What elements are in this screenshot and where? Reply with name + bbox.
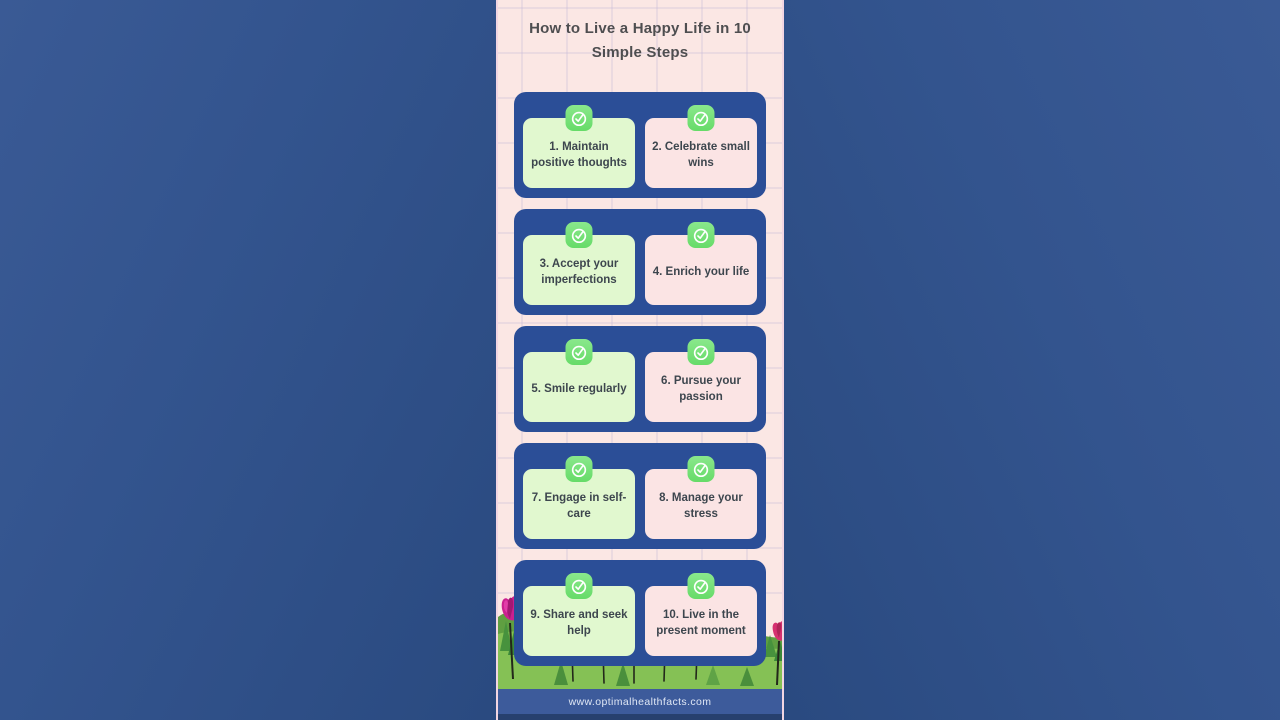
step-card-3: 3. Accept your imperfections bbox=[523, 222, 635, 305]
title-line-2: Simple Steps bbox=[591, 44, 689, 61]
steps-list: 1. Maintain positive thoughts 2. Celebra… bbox=[514, 92, 766, 666]
step-label: 4. Enrich your life bbox=[652, 266, 750, 278]
footer-bar: www.optimalhealthfacts.com bbox=[498, 689, 782, 714]
check-icon bbox=[565, 456, 593, 482]
background-right bbox=[784, 0, 1280, 720]
infographic-panel: How to Live a Happy Life in 10 Simple St… bbox=[496, 0, 784, 720]
step-label: 10. Live in the present moment bbox=[656, 609, 746, 637]
step-pair-block-1: 1. Maintain positive thoughts 2. Celebra… bbox=[514, 92, 766, 198]
step-label: 1. Maintain positive thoughts bbox=[531, 141, 627, 169]
step-label: 3. Accept your imperfections bbox=[539, 258, 619, 286]
step-label: 5. Smile regularly bbox=[531, 383, 627, 395]
step-card-5: 5. Smile regularly bbox=[523, 339, 635, 422]
check-icon bbox=[687, 105, 715, 131]
step-card-7: 7. Engage in self-care bbox=[523, 456, 635, 539]
footer-url: www.optimalhealthfacts.com bbox=[568, 695, 712, 708]
check-icon bbox=[565, 105, 593, 131]
step-pair-block-5: 9. Share and seek help 10. Live in the p… bbox=[514, 560, 766, 666]
step-label: 2. Celebrate small wins bbox=[652, 141, 750, 169]
step-card-10: 10. Live in the present moment bbox=[645, 573, 757, 656]
step-card-1: 1. Maintain positive thoughts bbox=[523, 105, 635, 188]
flower-right-icon bbox=[772, 621, 782, 686]
step-label: 7. Engage in self-care bbox=[531, 492, 627, 520]
page-title: How to Live a Happy Life in 10 Simple St… bbox=[498, 17, 782, 65]
check-icon bbox=[565, 222, 593, 248]
step-card-9: 9. Share and seek help bbox=[523, 573, 635, 656]
check-icon bbox=[687, 573, 715, 599]
step-label: 9. Share and seek help bbox=[530, 609, 628, 637]
step-card-6: 6. Pursue your passion bbox=[645, 339, 757, 422]
step-card-8: 8. Manage your stress bbox=[645, 456, 757, 539]
step-pair-block-2: 3. Accept your imperfections 4. Enrich y… bbox=[514, 209, 766, 315]
check-icon bbox=[687, 456, 715, 482]
step-label: 6. Pursue your passion bbox=[661, 375, 741, 403]
step-pair-block-4: 7. Engage in self-care 8. Manage your st… bbox=[514, 443, 766, 549]
background-left bbox=[0, 0, 496, 720]
title-line-1: How to Live a Happy Life in 10 bbox=[529, 20, 751, 37]
step-card-4: 4. Enrich your life bbox=[645, 222, 757, 305]
check-icon bbox=[565, 573, 593, 599]
step-pair-block-3: 5. Smile regularly 6. Pursue your passio… bbox=[514, 326, 766, 432]
check-icon bbox=[687, 339, 715, 365]
step-label: 8. Manage your stress bbox=[659, 492, 743, 520]
step-card-2: 2. Celebrate small wins bbox=[645, 105, 757, 188]
check-icon bbox=[687, 222, 715, 248]
check-icon bbox=[565, 339, 593, 365]
bottom-strip bbox=[498, 714, 782, 720]
